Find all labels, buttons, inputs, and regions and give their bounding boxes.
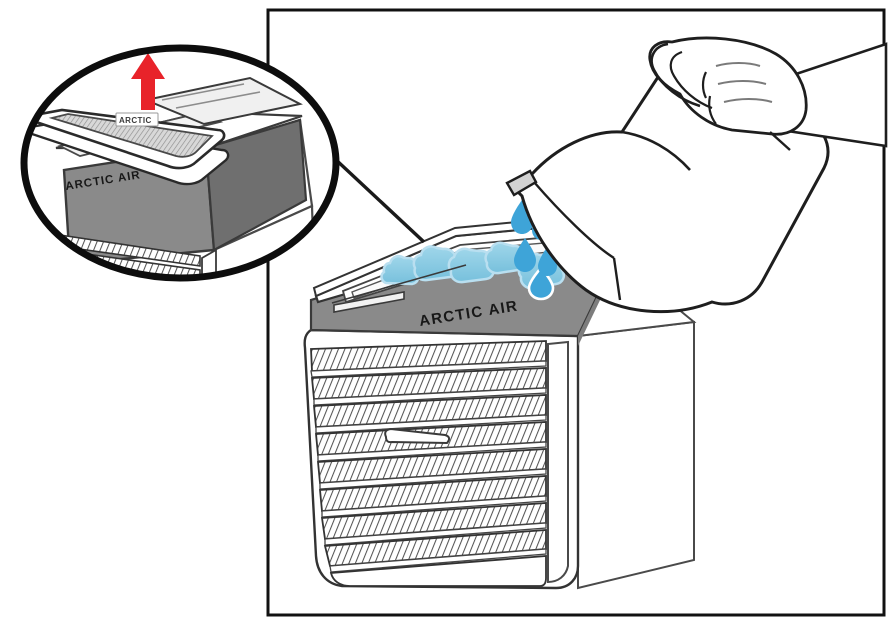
basin-front-edge (331, 264, 467, 304)
knuckle-line (701, 71, 708, 99)
wrist-edge (769, 131, 791, 151)
detail-grill-line (175, 91, 261, 109)
finger-crease (715, 62, 761, 67)
pitcher-spout (505, 169, 538, 197)
water-droplet (538, 247, 557, 276)
callout-leader-line (332, 156, 426, 244)
thumb (650, 42, 701, 108)
thumb-inner-line (669, 50, 713, 110)
illustration-border (266, 8, 886, 617)
pitcher-rim (621, 130, 691, 171)
cooler-right-side-panel (577, 320, 695, 590)
pitcher-crease (533, 181, 615, 260)
cooler-front-right-post (547, 340, 569, 584)
vent-gap (310, 360, 547, 378)
brand-band-shadow (578, 286, 602, 346)
cooler-vent-grille (310, 340, 547, 587)
detail-magnifier-circle: ARCTIC AIR (20, 44, 340, 282)
detail-band-side (204, 118, 308, 252)
main-scene: ARCTIC AIR (303, 36, 888, 590)
cartridge-label-text: ARCTIC (119, 116, 152, 125)
front-indicator-slot (384, 427, 451, 445)
vent-gap (313, 387, 547, 406)
cooler-body: ARCTIC AIR (303, 243, 697, 590)
finger-crease (717, 80, 767, 85)
hand-gripping-handle (648, 36, 888, 151)
vent-gap (321, 495, 547, 518)
finger-crease (723, 98, 773, 103)
cartridge-label-plate (115, 112, 159, 127)
detail-grill-line (161, 83, 245, 101)
vent-gap (319, 468, 547, 490)
vent-louver (329, 555, 547, 587)
knuckle-line (708, 95, 717, 125)
callout-contents: ARCTIC AIR (28, 53, 316, 278)
detail-rear-grill-strip (142, 76, 303, 126)
cartridge-mesh (48, 113, 214, 158)
vent-gap (315, 414, 547, 434)
arrow-shape (131, 53, 165, 110)
band-slot (333, 291, 405, 313)
vent-gap (329, 548, 547, 573)
callout-ring (20, 44, 340, 282)
vent-gap (324, 522, 547, 546)
vent-gap (317, 441, 547, 462)
pitcher-crease-lower (612, 257, 622, 301)
water-droplet (514, 238, 536, 272)
lift-direction-arrow (131, 53, 165, 110)
